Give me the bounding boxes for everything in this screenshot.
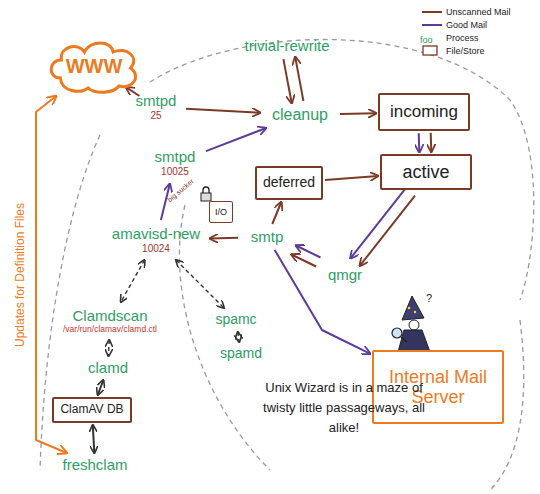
legend-row: Unscanned Mail [420, 5, 511, 18]
node-subtext: 25 [150, 110, 161, 121]
process-label: smtpd10025 [146, 144, 204, 182]
dashed-boundary [150, 40, 534, 300]
node-title: trivial-rewrite [244, 38, 329, 55]
node-title: incoming [390, 102, 458, 121]
legend-line [422, 11, 442, 13]
question-mark: ? [426, 292, 432, 304]
mail-flow-arrow [292, 255, 317, 267]
cloud-path [51, 43, 135, 92]
legend-text: File/Store [446, 46, 485, 56]
node-title: clamd [88, 360, 128, 377]
process-label: spamd [214, 344, 268, 364]
edge-label: Updates for Definition Files [13, 203, 27, 347]
padlock-icon [201, 187, 211, 201]
node-title: spamc [215, 312, 256, 328]
queue-box: deferred [255, 166, 323, 200]
process-label: spamc [210, 310, 262, 330]
legend: Unscanned MailGood Mail foo ProcessFile/St… [420, 5, 511, 57]
legend-line-sample [420, 6, 446, 17]
mail-flow-arrow [283, 59, 291, 103]
mail-flow-arrow [186, 109, 260, 113]
mail-flow-arrow [108, 340, 110, 356]
node-subtext: 10025 [161, 166, 189, 177]
mail-flow-arrow [351, 188, 406, 258]
process-label: smtpd25 [128, 88, 184, 126]
mail-flow-arrow [360, 196, 415, 266]
queue-box: active [380, 154, 472, 190]
process-label: clamd [80, 358, 136, 378]
node-title: cleanup [272, 106, 328, 124]
node-title: smtpd [155, 149, 196, 166]
mail-flow-arrow [93, 425, 95, 453]
store-box: ClamAV DB [52, 397, 132, 423]
node-title: amavisd-new [112, 226, 200, 243]
node-title: I/O [215, 207, 227, 217]
node-title: smtp [251, 229, 284, 246]
node-title: deferred [263, 175, 315, 191]
note-label: big sucker [166, 177, 195, 203]
legend-text: Process [446, 33, 479, 43]
mail-flow-arrow [430, 133, 433, 152]
node-title: ClamAV DB [60, 403, 123, 416]
node-title: Clamdscan [72, 308, 147, 325]
legend-box [423, 46, 437, 55]
mail-flow-arrow [121, 260, 145, 302]
mail-flow-arrow [418, 133, 421, 152]
mail-flow-arrow [295, 57, 303, 101]
process-label: freshclam [52, 455, 138, 475]
wizard-note: Unix Wizard is in a maze of twisty littl… [250, 378, 438, 438]
mail-flow-arrow [238, 332, 239, 342]
mail-flow-arrow [325, 176, 378, 180]
node-title: active [402, 162, 449, 182]
legend-line-sample [420, 19, 446, 30]
legend-sample-text: foo [420, 35, 433, 45]
process-label: qmgr [318, 264, 372, 286]
mail-flow-arrow [98, 380, 104, 395]
mail-flow-arrow [340, 112, 376, 115]
mail-flow-arrow [272, 202, 281, 224]
wizard-illustration [392, 296, 430, 352]
legend-row: File/Store [420, 44, 511, 57]
legend-row: Good Mail [420, 18, 511, 31]
process-label: amavisd-new10024 [104, 222, 208, 258]
mail-flow-arrow [206, 128, 266, 151]
process-label: smtp [240, 226, 294, 248]
legend-line [422, 24, 442, 26]
mail-flow-arrow [275, 250, 370, 354]
legend-row: foo Process [420, 31, 511, 44]
legend-text: Unscanned Mail [446, 7, 511, 17]
file-box: I/O [209, 201, 233, 223]
mail-flow-arrow [176, 260, 224, 308]
mail-flow-arrow [296, 246, 321, 258]
node-title: spamd [220, 346, 262, 362]
mail-flow-arrow [210, 237, 238, 240]
process-label: cleanup [262, 104, 338, 126]
queue-box: incoming [378, 93, 470, 131]
node-title: freshclam [62, 457, 127, 474]
legend-swatch: foo [420, 29, 446, 47]
node-title: qmgr [328, 267, 362, 284]
dashed-boundary [179, 205, 270, 470]
legend-box-sample [420, 45, 446, 56]
process-label: trivial-rewrite [228, 36, 346, 56]
legend-text: Good Mail [446, 20, 487, 30]
boundary-curves [40, 40, 534, 490]
node-title: smtpd [136, 93, 177, 110]
node-subtext: /var/run/clamav/clamd.ctl [63, 325, 157, 335]
node-title: WWW [66, 55, 123, 77]
cloud-node: WWW [46, 38, 142, 94]
process-label: Clamdscan/var/run/clamav/clamd.ctl [48, 304, 172, 338]
node-subtext: 10024 [142, 243, 170, 254]
